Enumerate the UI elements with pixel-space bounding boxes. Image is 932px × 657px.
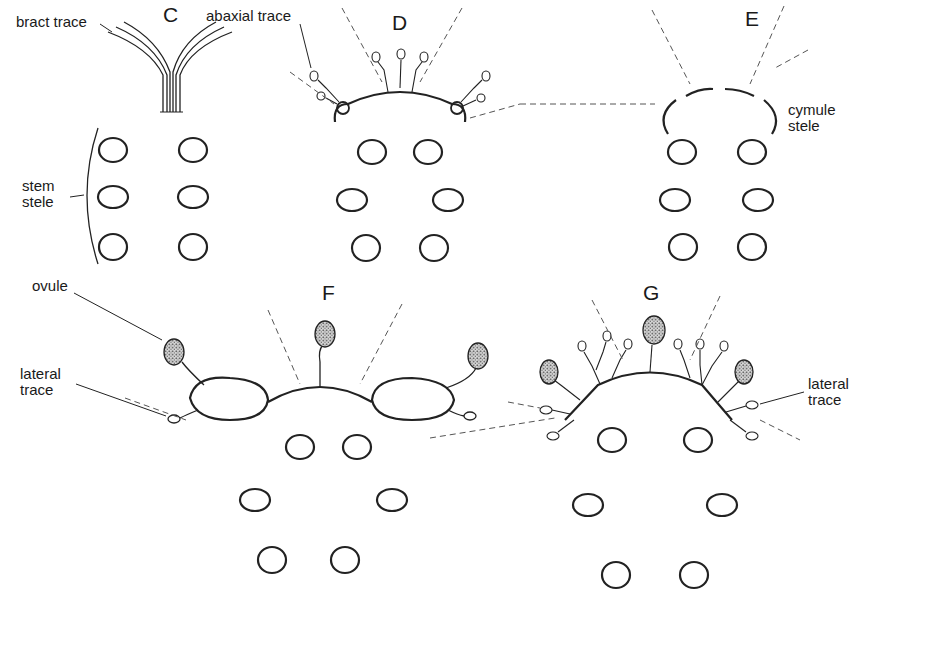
- part-label: lateral trace: [20, 366, 75, 398]
- panel-letter: F: [322, 282, 335, 304]
- part-label: cymule stele: [788, 102, 848, 134]
- panel-letter: E: [745, 8, 759, 30]
- part-label: stem stele: [22, 178, 70, 210]
- panel-letter: D: [392, 12, 407, 34]
- panel-letter: C: [163, 4, 178, 26]
- part-label: abaxial trace: [206, 8, 291, 24]
- part-label: lateral trace: [808, 376, 863, 408]
- panel-letter: G: [643, 282, 659, 304]
- part-label: bract trace: [16, 14, 87, 30]
- part-label: ovule: [32, 278, 68, 294]
